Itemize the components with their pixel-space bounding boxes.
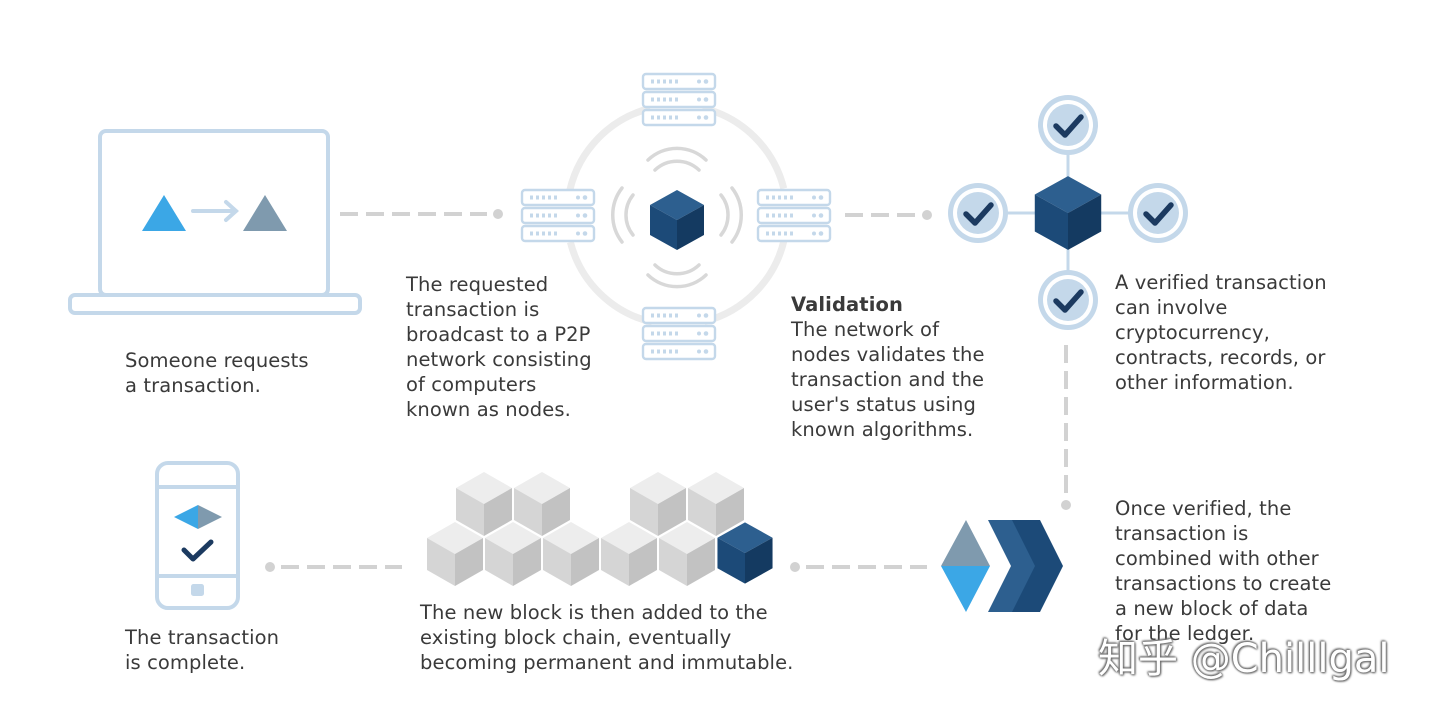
caption-line: a new block of data — [1115, 597, 1309, 620]
caption-line: cryptocurrency, — [1115, 321, 1270, 344]
blockchain-node-cube-icon — [1034, 176, 1102, 250]
signal-waves-icon — [611, 146, 743, 289]
step-broadcast-caption: The requested transaction is broadcast t… — [406, 272, 592, 422]
server-rack-icon — [641, 72, 717, 127]
receiver-triangle-icon — [243, 195, 287, 231]
validation-cluster — [948, 95, 1188, 330]
caption-line: transaction and the — [791, 368, 985, 391]
step-validation-caption: Validation The network of nodes validate… — [791, 292, 985, 442]
validation-heading: Validation — [791, 293, 903, 316]
check-circle-icon — [1038, 95, 1098, 155]
caption-line: combined with other — [1115, 547, 1319, 570]
caption-line: of computers — [406, 373, 537, 396]
caption-line: The transaction — [125, 626, 280, 649]
caption-line: network consisting — [406, 348, 592, 371]
caption-line: transaction is — [1115, 522, 1249, 545]
caption-line: Someone requests — [125, 349, 309, 372]
block-chain-cubes-icon — [427, 472, 773, 586]
connector-laptop-network — [340, 209, 503, 219]
caption-line: user's status using — [791, 393, 976, 416]
forward-chevron-icon — [941, 520, 1063, 612]
check-circle-icon — [1038, 270, 1098, 330]
caption-line: can involve — [1115, 296, 1228, 319]
check-circle-icon — [1128, 183, 1188, 243]
server-rack-icon — [756, 188, 832, 243]
check-circle-icon — [948, 183, 1008, 243]
caption-line: other information. — [1115, 371, 1294, 394]
connector-verified-combine — [1061, 345, 1071, 510]
connector-chain-phone — [265, 562, 402, 572]
caption-line: for the ledger. — [1115, 622, 1255, 645]
caption-line: The new block is then added to the — [420, 601, 768, 624]
server-rack-icon — [520, 188, 596, 243]
step-verified-caption: A verified transaction can involve crypt… — [1115, 270, 1327, 395]
caption-line: Once verified, the — [1115, 497, 1292, 520]
sender-triangle-icon — [142, 195, 186, 231]
caption-line: transaction is — [406, 298, 540, 321]
caption-line: becoming permanent and immutable. — [420, 651, 794, 674]
new-block-cube-icon — [717, 522, 773, 584]
caption-line: a transaction. — [125, 374, 261, 397]
caption-line: The requested — [406, 273, 549, 296]
caption-line: broadcast to a P2P — [406, 323, 591, 346]
caption-line: The network of — [791, 318, 940, 341]
caption-line: transactions to create — [1115, 572, 1332, 595]
caption-line: nodes validates the — [791, 343, 985, 366]
step-request-caption: Someone requests a transaction. — [125, 348, 309, 398]
step-complete-caption: The transaction is complete. — [125, 625, 279, 675]
caption-line: known algorithms. — [791, 418, 974, 441]
laptop-icon — [68, 129, 362, 315]
step-combined-caption: Once verified, the transaction is combin… — [1115, 496, 1331, 646]
caption-line: known as nodes. — [406, 398, 571, 421]
check-icon — [181, 539, 214, 562]
caption-line: is complete. — [125, 651, 246, 674]
smartphone-icon — [155, 461, 240, 610]
p2p-network — [520, 72, 832, 361]
blockchain-node-cube-icon — [650, 190, 704, 250]
caption-line: existing block chain, eventually — [420, 626, 732, 649]
watermark: 知乎 @Chilllgal — [1098, 636, 1390, 682]
step-added-caption: The new block is then added to the exist… — [420, 600, 793, 675]
connector-combine-chain — [790, 562, 927, 572]
caption-line: A verified transaction — [1115, 271, 1327, 294]
server-rack-icon — [641, 306, 717, 361]
connector-network-validation — [845, 210, 932, 220]
caption-line: contracts, records, or — [1115, 346, 1326, 369]
